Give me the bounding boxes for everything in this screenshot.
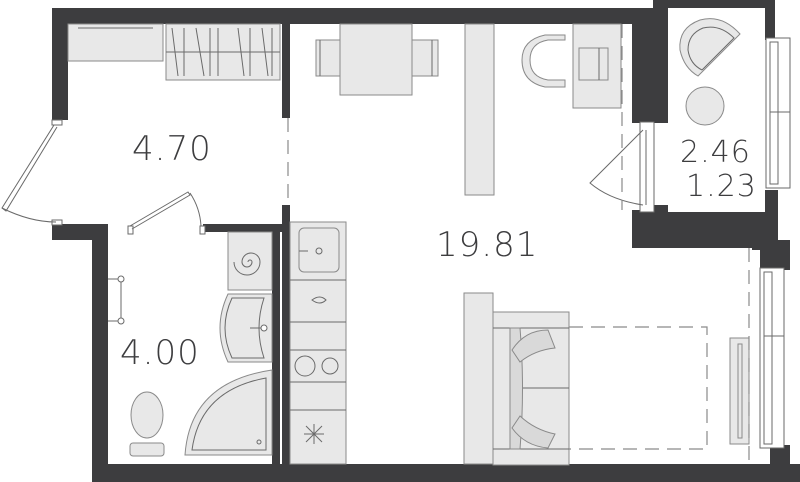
armchair [521,34,566,88]
room-area-hallway: 4.70 [132,129,212,169]
sink [219,293,273,363]
water-heater [227,231,273,291]
kitchen-sink [298,227,340,273]
bar-counter [464,23,495,196]
room-area-bathroom: 4.00 [120,333,200,373]
hallway-room [1,23,289,235]
dining-table [339,23,413,96]
sofa-back [463,292,494,465]
hangers [171,27,273,77]
kitchen [289,221,347,465]
walls [52,0,800,482]
balcony-room [668,8,791,212]
toilet [130,391,164,439]
stove-burner [294,355,316,377]
room-area-balcony-total: 2.46 [680,135,751,170]
living-room [315,23,785,466]
towel-rail [108,275,125,325]
round-table [685,86,725,126]
room-area-living: 19.81 [436,225,539,265]
fridge-snowflake-icon [304,424,324,444]
corner-shower [184,369,273,456]
tap-icon [311,296,327,304]
bathroom-room [108,231,273,457]
chair [411,39,439,77]
room-area-balcony-reduced: 1.23 [686,169,757,204]
shelf [67,23,164,62]
cushion [511,329,556,363]
stove-burner [321,357,339,375]
rug [569,326,708,450]
cushion [511,415,556,449]
